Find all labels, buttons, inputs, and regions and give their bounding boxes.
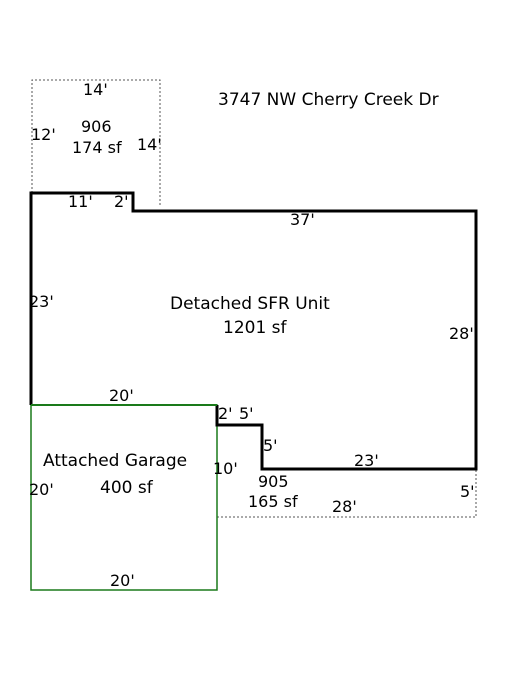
area-906-sf: 174 sf [72, 138, 122, 157]
dim-28-bottom: 28' [332, 497, 357, 516]
dim-28-right: 28' [449, 324, 474, 343]
dim-2-top: 2' [114, 192, 129, 211]
area-905-label: 905 [258, 472, 289, 491]
dim-14-top: 14' [83, 80, 108, 99]
area-906-label: 906 [81, 117, 112, 136]
dim-5-vertical: 5' [263, 436, 278, 455]
main-unit-sf: 1201 sf [223, 318, 287, 338]
dim-5-step: 5' [239, 404, 254, 423]
garage-sf: 400 sf [100, 478, 153, 498]
dim-20-left: 20' [29, 480, 54, 499]
dim-12: 12' [31, 125, 56, 144]
dim-20-top: 20' [109, 386, 134, 405]
main-unit-outline [29, 191, 478, 471]
dim-23-left: 23' [29, 292, 54, 311]
address-title: 3747 NW Cherry Creek Dr [218, 90, 439, 110]
dim-10: 10' [213, 459, 238, 478]
dim-5-bottom-right: 5' [460, 482, 475, 501]
dim-2-step: 2' [218, 404, 233, 423]
main-unit-name: Detached SFR Unit [170, 294, 330, 314]
dim-11: 11' [68, 192, 93, 211]
garage-name: Attached Garage [43, 451, 188, 471]
dim-14-right: 14' [137, 135, 162, 154]
area-906-outline [31, 79, 161, 205]
dim-23-bottom: 23' [354, 451, 379, 470]
dim-20-bottom: 20' [110, 571, 135, 590]
area-905-sf: 165 sf [248, 492, 298, 511]
dim-37: 37' [290, 210, 315, 229]
